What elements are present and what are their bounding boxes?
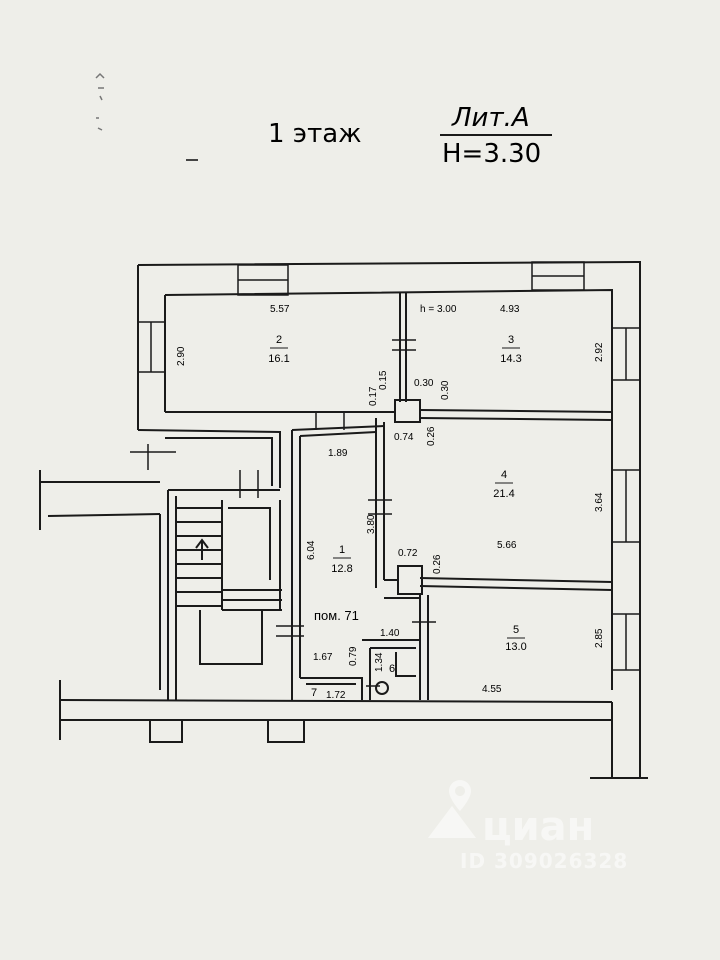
dim-corridor-height: 3.80 — [366, 514, 377, 534]
room-5-area: 13.0 — [505, 641, 526, 653]
dim-room1-width: 1.89 — [328, 448, 348, 459]
dim-room5-height: 2.85 — [594, 628, 605, 648]
dim-room2-width: 5.57 — [270, 304, 290, 315]
corner-smudge — [95, 72, 105, 131]
dim-wc-depth: 1.34 — [374, 652, 385, 672]
room-4-area: 21.4 — [493, 488, 514, 500]
lit-label: Лит.А — [451, 103, 530, 133]
windows — [137, 261, 641, 671]
dim-room3-ceiling: h = 3.00 — [420, 304, 457, 315]
room-5-number: 5 — [513, 624, 519, 636]
room-6-number: 6 — [389, 663, 395, 675]
dim-room7-width: 1.72 — [326, 690, 346, 701]
dimension-labels: 5.57 2.90 h = 3.00 4.93 2.92 5.66 3.64 4… — [176, 304, 605, 701]
dim-shaft-top-f: 0.26 — [426, 426, 437, 446]
room-4-number: 4 — [501, 469, 507, 481]
dim-shaft-bot-a: 0.72 — [398, 548, 418, 559]
dim-wc-width: 1.40 — [380, 628, 400, 639]
dim-closet-depth: 0.79 — [348, 646, 359, 666]
room-3-number: 3 — [508, 334, 514, 346]
vent-shafts — [394, 399, 423, 595]
door-marks — [130, 339, 436, 687]
dim-room2-height: 2.90 — [176, 346, 187, 366]
dim-room4-height: 3.64 — [594, 492, 605, 512]
dim-shaft-top-d: 0.30 — [440, 380, 451, 400]
room-3-area: 14.3 — [500, 353, 521, 365]
walls — [39, 260, 648, 779]
dim-room3-width: 4.93 — [500, 304, 520, 315]
dim-closet-width: 1.67 — [313, 652, 333, 663]
room-2-number: 2 — [276, 334, 282, 346]
dim-shaft-top-e: 0.74 — [394, 432, 414, 443]
dim-room4-width: 5.66 — [497, 540, 517, 551]
dim-shaft-bot-b: 0.26 — [432, 554, 443, 574]
dim-room1-height: 6.04 — [306, 540, 317, 560]
room-1-area: 12.8 — [331, 563, 352, 575]
room-1-number: 1 — [339, 544, 345, 556]
dim-shaft-top-b: 0.17 — [368, 386, 379, 406]
watermark-brand: циан — [482, 804, 594, 850]
premise-label: пом. 71 — [314, 608, 359, 623]
dim-shaft-top-c: 0.30 — [414, 378, 434, 389]
dim-shaft-top-a: 0.15 — [378, 370, 389, 390]
floor-label: 1 этаж — [268, 119, 362, 149]
room-2-area: 16.1 — [268, 353, 289, 365]
location-pin-icon — [428, 780, 476, 838]
cian-watermark: циан ID 309026328 — [428, 780, 628, 873]
height-label: Н=3.30 — [442, 139, 541, 169]
dim-room3-height: 2.92 — [594, 342, 605, 362]
watermark-id: ID 309026328 — [460, 849, 628, 873]
room-labels: 2 16.1 3 14.3 4 21.4 1 12.8 5 13.0 6 7 п… — [268, 334, 526, 699]
dim-room5-width: 4.55 — [482, 684, 502, 695]
room-7-number: 7 — [311, 687, 317, 699]
